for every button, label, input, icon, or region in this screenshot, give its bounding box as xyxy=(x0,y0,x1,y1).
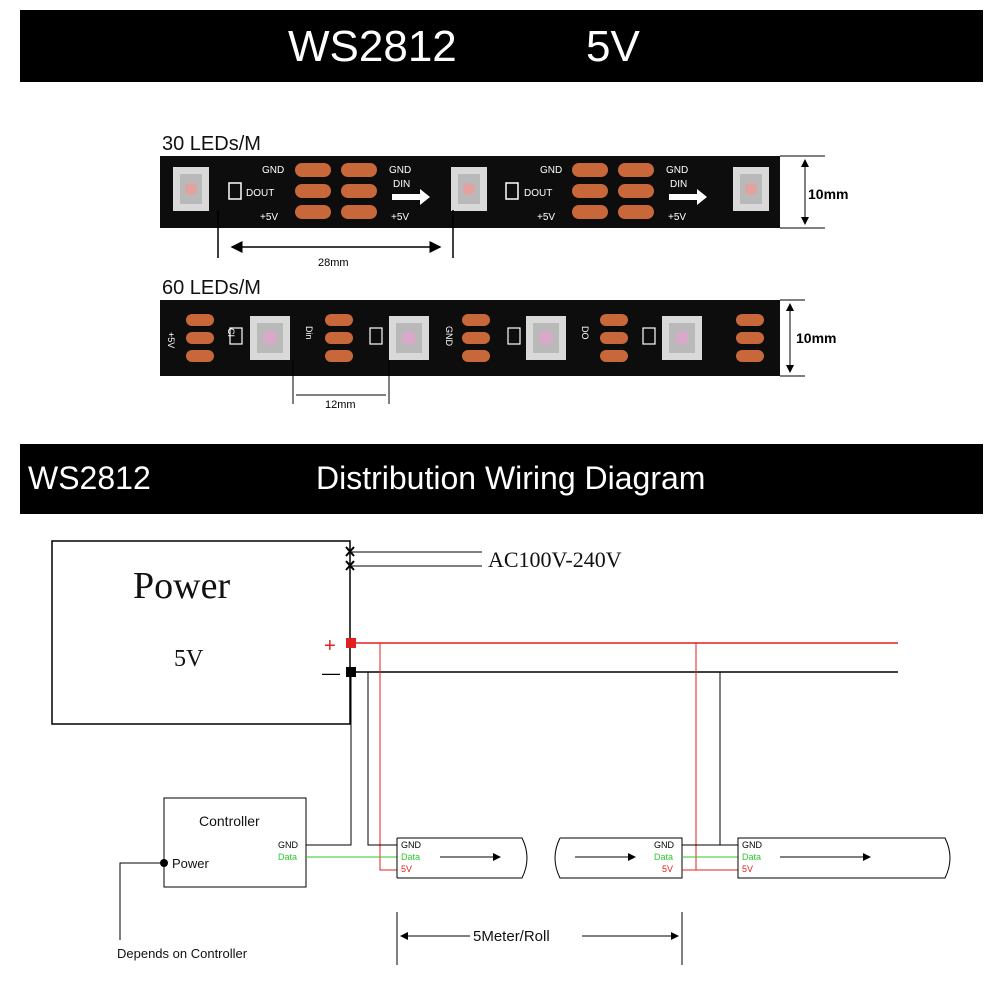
strip-5v-label: 5V xyxy=(742,864,753,874)
power-supply-voltage: 5V xyxy=(174,646,204,672)
power-drop-wires xyxy=(306,643,738,871)
strip30-led xyxy=(733,167,769,211)
strip30-cap xyxy=(228,182,242,200)
strip60-pin-label: DO xyxy=(580,326,590,340)
strip60-pin-label: +5V xyxy=(166,332,176,348)
strip60-pitch-dimension xyxy=(292,360,390,404)
top-banner: WS2812 5V xyxy=(20,10,983,82)
strip30-title: 30 LEDs/M xyxy=(162,133,261,155)
strip-gnd-label: GND xyxy=(742,840,763,850)
strip30-gnd-label: GND xyxy=(666,165,688,176)
strip30-pads xyxy=(572,163,654,219)
controller-gnd-label: GND xyxy=(278,840,299,850)
depends-note: Depends on Controller xyxy=(117,946,248,961)
power-supply-label: Power xyxy=(133,565,230,607)
strip30-cap xyxy=(505,182,519,200)
strip30-gnd-label: GND xyxy=(389,165,411,176)
negative-terminal xyxy=(346,667,356,677)
strip30-pitch-dimension xyxy=(217,210,454,258)
power-supply-box xyxy=(51,540,351,725)
strip-segment xyxy=(554,837,683,879)
strip-5v-label: 5V xyxy=(662,864,673,874)
wiring-title: Distribution Wiring Diagram xyxy=(316,460,706,496)
strip60-cap xyxy=(369,327,383,345)
controller-data-label: Data xyxy=(278,852,297,862)
roll-length-dimension xyxy=(396,912,683,965)
strip60-pads xyxy=(736,314,764,362)
strip60-pin-label: GND xyxy=(444,326,454,347)
strip-data-label: Data xyxy=(401,852,420,862)
controller-power-terminal xyxy=(160,859,168,867)
strip30-din-label: DIN xyxy=(393,179,410,190)
strip30-dout-label: DOUT xyxy=(524,188,552,199)
strip60-led xyxy=(526,316,566,360)
strip30-direction-arrow xyxy=(392,189,430,205)
controller-box xyxy=(163,797,307,888)
wiring-banner: WS2812 Distribution Wiring Diagram xyxy=(20,444,983,514)
controller-power-wire xyxy=(119,862,160,940)
strip30-width-label: 10mm xyxy=(808,186,848,202)
strip-5v-label: 5V xyxy=(401,864,412,874)
strip-segment xyxy=(737,837,951,879)
strip30-gnd-label: GND xyxy=(262,165,284,176)
controller-power-label: Power xyxy=(172,856,210,871)
strip-gnd-label: GND xyxy=(654,840,675,850)
wiring-model: WS2812 xyxy=(28,460,151,496)
strip60-led xyxy=(250,316,290,360)
strip30-5v-label: +5V xyxy=(668,212,686,223)
strip30-5v-label: +5V xyxy=(537,212,555,223)
strip30-dout-label: DOUT xyxy=(246,188,274,199)
strip60-led xyxy=(389,316,429,360)
strip60-pads xyxy=(186,314,214,362)
strip60-pin-label: Din xyxy=(304,326,314,340)
strip30-width-dimension xyxy=(780,155,825,229)
strip60-cap xyxy=(642,327,656,345)
strip60-cap xyxy=(229,327,243,345)
strip30-gnd-label: GND xyxy=(540,165,562,176)
strip60-pads xyxy=(462,314,490,362)
strip60: +5V CI Din GND xyxy=(160,300,780,376)
controller-label: Controller xyxy=(199,813,260,829)
strip60-width-dimension xyxy=(780,299,805,377)
strip30-5v-label: +5V xyxy=(260,212,278,223)
strip60-pitch-label: 12mm xyxy=(325,399,356,411)
strip60-pads xyxy=(600,314,628,362)
strip30-din-label: DIN xyxy=(670,179,687,190)
strip60-led xyxy=(662,316,702,360)
strip-gnd-label: GND xyxy=(401,840,422,850)
strip-data-label: Data xyxy=(742,852,761,862)
roll-length-label: 5Meter/Roll xyxy=(473,928,550,945)
positive-sign: + xyxy=(324,635,336,657)
strip30-pads xyxy=(295,163,377,219)
ac-input-label: AC100V-240V xyxy=(488,547,622,572)
strip60-cap xyxy=(507,327,521,345)
strip60-title: 60 LEDs/M xyxy=(162,277,261,299)
strip30-led xyxy=(173,167,209,211)
strip30-direction-arrow xyxy=(669,189,707,205)
strip60-pin-label: CI xyxy=(226,328,236,337)
strip60-width-label: 10mm xyxy=(796,330,836,346)
voltage-title: 5V xyxy=(586,22,640,71)
strip30-led xyxy=(451,167,487,211)
negative-sign: — xyxy=(322,663,340,683)
positive-terminal xyxy=(346,638,356,648)
strip30-pitch-label: 28mm xyxy=(318,257,349,269)
strip30: GND DOUT +5V GND DIN +5V GND DOUT +5V xyxy=(160,156,780,228)
strip-segment xyxy=(396,837,528,879)
strip30-5v-label: +5V xyxy=(391,212,409,223)
model-title: WS2812 xyxy=(288,22,457,71)
strip60-pads xyxy=(325,314,353,362)
strip-data-label: Data xyxy=(654,852,673,862)
ac-input-wires xyxy=(345,546,482,571)
